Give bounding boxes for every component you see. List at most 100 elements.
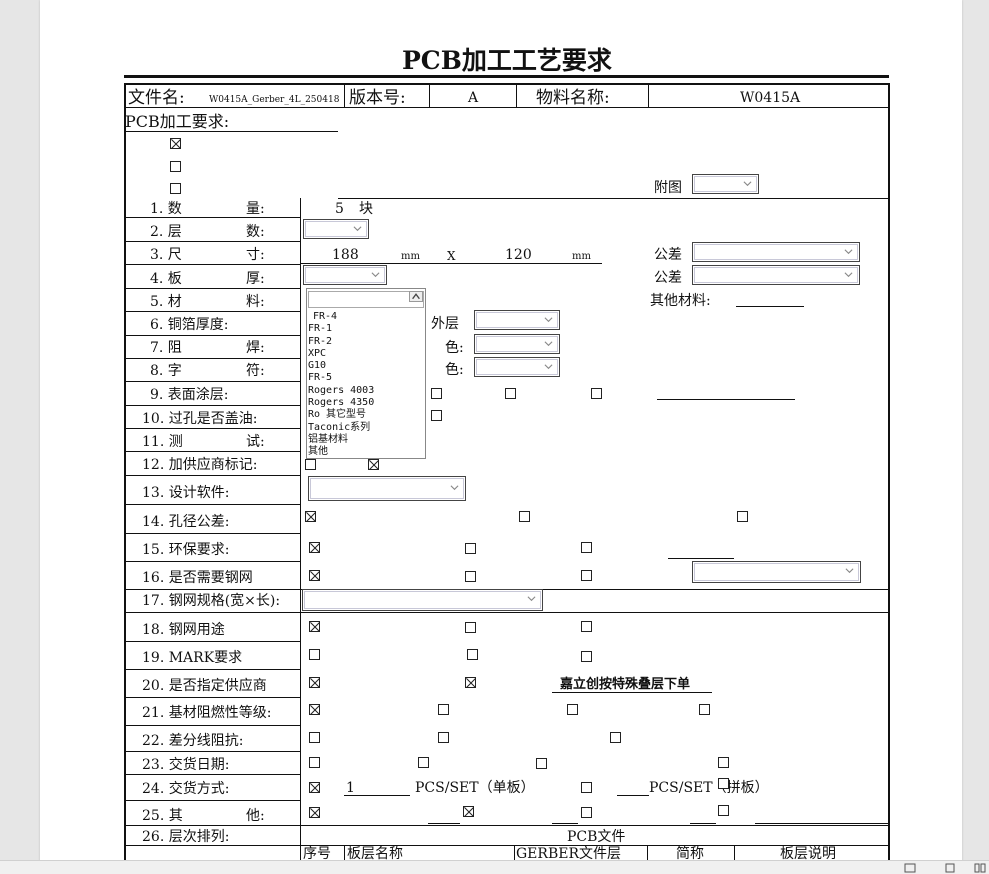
row-label-thickness-suffix: 厚:	[246, 271, 265, 287]
checkbox[interactable]	[309, 807, 320, 818]
checkbox[interactable]	[431, 410, 442, 421]
checkbox[interactable]	[519, 511, 530, 522]
checkbox[interactable]	[438, 732, 449, 743]
checkbox[interactable]	[170, 138, 181, 149]
checkbox[interactable]	[305, 459, 316, 470]
checkbox[interactable]	[438, 704, 449, 715]
page-view-icon[interactable]	[944, 863, 956, 873]
checkbox[interactable]	[309, 677, 320, 688]
row-label-hole-tolerance: 14. 孔径公差:	[142, 514, 230, 530]
material-option[interactable]: Rogers 4003	[308, 384, 375, 396]
design-software-dropdown[interactable]	[308, 476, 466, 501]
checkbox[interactable]	[465, 571, 476, 582]
material-option[interactable]: 铝基材料	[308, 433, 348, 445]
thickness-tolerance-dropdown[interactable]	[692, 265, 860, 285]
checkbox[interactable]	[309, 621, 320, 632]
checkbox[interactable]	[309, 704, 320, 715]
checkbox[interactable]	[309, 757, 320, 768]
checkbox[interactable]	[309, 649, 320, 660]
quantity-unit: 块	[359, 201, 373, 217]
tolerance-dropdown[interactable]	[692, 242, 860, 262]
layout-icon[interactable]	[904, 863, 916, 873]
silk-color-dropdown[interactable]	[474, 357, 560, 377]
material-option[interactable]: 其他	[308, 446, 328, 458]
material-listbox[interactable]: FR-4 FR-1 FR-2 XPC G10 FR-5 Rogers 4003 …	[306, 288, 426, 459]
checkbox[interactable]	[431, 388, 442, 399]
checkbox[interactable]	[581, 782, 592, 793]
material-option[interactable]: XPC	[308, 347, 327, 359]
figure-dropdown[interactable]	[692, 174, 759, 194]
checkbox[interactable]	[536, 758, 547, 769]
checkbox[interactable]	[467, 649, 478, 660]
supplier-note: 嘉立创按特殊叠层下单	[560, 677, 691, 692]
material-option[interactable]: Ro 其它型号	[308, 409, 367, 421]
row-label-supplier: 20. 是否指定供应商	[142, 678, 267, 694]
checkbox[interactable]	[591, 388, 602, 399]
checkbox[interactable]	[699, 704, 710, 715]
row-label-other-suffix: 他:	[246, 808, 265, 824]
checkbox[interactable]	[718, 778, 729, 789]
quantity-value: 5	[335, 201, 344, 217]
material-option[interactable]: G10	[308, 360, 327, 372]
checkbox[interactable]	[581, 807, 592, 818]
stencil-size-dropdown[interactable]	[302, 589, 543, 611]
material-option[interactable]: Rogers 4350	[308, 397, 375, 409]
columns-icon[interactable]	[974, 863, 986, 873]
material-option[interactable]: FR-5	[308, 372, 333, 384]
size-x: X	[447, 249, 456, 263]
row-label-solder-mask: 7. 阻	[150, 340, 182, 356]
tolerance-label: 公差	[654, 270, 682, 286]
solder-color-dropdown[interactable]	[474, 334, 560, 354]
checkbox[interactable]	[418, 757, 429, 768]
checkbox[interactable]	[581, 542, 592, 553]
checkbox[interactable]	[309, 542, 320, 553]
scroll-up-button[interactable]	[409, 291, 423, 302]
row-label-env: 15. 环保要求:	[142, 542, 230, 558]
material-option[interactable]: Taconic系列	[308, 421, 371, 433]
checkbox[interactable]	[309, 782, 320, 793]
checkbox[interactable]	[309, 570, 320, 581]
row-label-silkscreen: 8. 字	[150, 363, 182, 379]
row-label-silkscreen-suffix: 符:	[246, 363, 265, 379]
checkbox[interactable]	[505, 388, 516, 399]
checkbox[interactable]	[170, 161, 181, 172]
figure-label: 附图	[654, 180, 682, 196]
stencil-type-dropdown[interactable]	[692, 561, 861, 583]
row-label-size-suffix: 寸:	[246, 247, 265, 263]
status-bar	[0, 860, 989, 874]
delivery-qty-single: 1	[346, 780, 355, 796]
checkbox[interactable]	[465, 543, 476, 554]
table-header-desc: 板层说明	[780, 846, 836, 862]
checkbox[interactable]	[465, 677, 476, 688]
checkbox[interactable]	[581, 651, 592, 662]
other-material-label: 其他材料:	[650, 293, 711, 309]
checkbox[interactable]	[581, 621, 592, 632]
material-option[interactable]: FR-1	[308, 323, 333, 335]
checkbox[interactable]	[581, 570, 592, 581]
layers-dropdown[interactable]	[303, 219, 369, 239]
thickness-dropdown[interactable]	[303, 265, 387, 285]
checkbox[interactable]	[309, 732, 320, 743]
row-label-copper: 6. 铜箔厚度:	[150, 317, 229, 333]
checkbox[interactable]	[610, 732, 621, 743]
checkbox[interactable]	[718, 805, 729, 816]
document-page: PCB加工工艺要求 文件名: W0415A_Gerber_4L_250418 版…	[40, 0, 962, 873]
table-header-index: 序号	[303, 846, 331, 862]
checkbox[interactable]	[170, 183, 181, 194]
outer-copper-dropdown[interactable]	[474, 310, 560, 330]
checkbox[interactable]	[463, 806, 474, 817]
chevron-down-icon	[743, 181, 752, 187]
checkbox[interactable]	[465, 622, 476, 633]
chevron-down-icon	[844, 272, 853, 278]
checkbox[interactable]	[737, 511, 748, 522]
checkbox[interactable]	[567, 704, 578, 715]
size-width: 188	[332, 247, 359, 263]
material-option[interactable]: FR-2	[308, 335, 333, 347]
checkbox[interactable]	[368, 459, 379, 470]
version-label: 版本号:	[349, 88, 406, 108]
material-select-field[interactable]	[308, 291, 424, 308]
material-option[interactable]: FR-4	[313, 311, 338, 322]
checkbox[interactable]	[718, 757, 729, 768]
row-label-impedance: 22. 差分线阻抗:	[142, 733, 244, 749]
checkbox[interactable]	[305, 511, 316, 522]
